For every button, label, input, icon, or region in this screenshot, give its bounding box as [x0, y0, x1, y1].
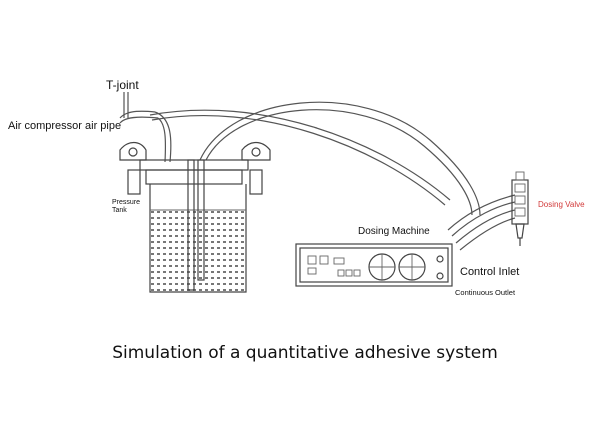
- pressure-tank: [119, 141, 271, 293]
- label-control-inlet: Control Inlet: [460, 266, 519, 278]
- tank-clamp-right-icon: [241, 141, 271, 195]
- label-continuous-outlet: Continuous Outlet: [455, 288, 516, 297]
- dial-right-icon: [398, 253, 426, 281]
- dial-left-icon: [368, 253, 396, 281]
- dosing-machine: [295, 243, 453, 287]
- label-pressure-tank-line2: Tank: [112, 207, 127, 214]
- diagram-caption: Simulation of a quantitative adhesive sy…: [112, 343, 498, 363]
- dosing-valve: [511, 171, 529, 246]
- tank-clamp-left-icon: [119, 141, 147, 195]
- label-t-joint: T-joint: [106, 78, 139, 92]
- label-pressure-tank-line1: Pressure: [112, 199, 140, 206]
- air-pipes: [119, 92, 516, 251]
- label-air-compressor-air-pipe: Air compressor air pipe: [8, 120, 121, 132]
- label-dosing-machine: Dosing Machine: [358, 226, 430, 237]
- label-dosing-valve: Dosing Valve: [538, 200, 585, 209]
